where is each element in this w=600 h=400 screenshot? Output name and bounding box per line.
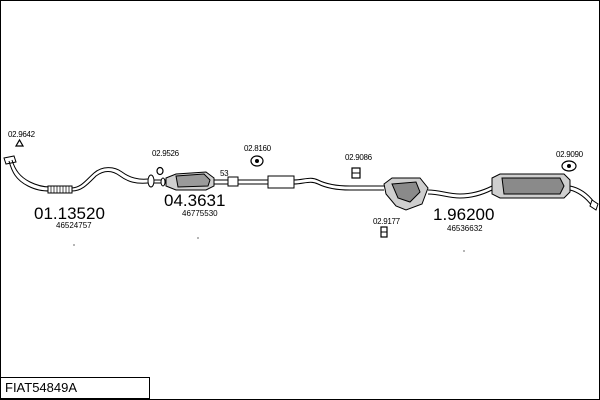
front-pipe-tube-d	[71, 167, 149, 189]
catalyst-number: 04.3631	[164, 191, 225, 210]
leader-dot-1	[73, 244, 75, 246]
catalyst-outlet	[214, 179, 228, 185]
front-pipe-tube-a	[8, 160, 51, 192]
rubber-mount-icon	[561, 160, 577, 172]
accessory-code-2: 02.8160	[244, 144, 272, 153]
front-pipe-number: 01.13520	[34, 204, 105, 223]
front-pipe-tube-b	[11, 159, 51, 188]
catalyst-gasket-icon	[160, 177, 166, 187]
tail-pipe-end-icon	[589, 199, 599, 211]
catalyst	[160, 171, 228, 191]
rear-pipe-tube-b	[427, 189, 493, 199]
middle-pipe-tube-a	[238, 179, 268, 185]
leader-dot-3	[463, 250, 465, 252]
middle-pipe	[227, 175, 384, 191]
leader-dot-2	[197, 237, 199, 239]
gasket-icon	[14, 138, 25, 147]
rear-muffler-number: 1.96200	[433, 205, 494, 224]
rear-muffler-oe: 46536632	[447, 224, 483, 233]
front-pipe-oe: 46524757	[56, 221, 92, 230]
ring-gasket-icon	[156, 166, 164, 176]
accessory-code-4: 02.9177	[373, 217, 401, 226]
accessory-code-3: 02.9086	[345, 153, 373, 162]
small-clamp-icon	[380, 226, 388, 238]
rear-pipe-tube-a	[427, 185, 493, 195]
rear-section	[383, 173, 599, 211]
clamp-label: 53	[220, 169, 229, 178]
centre-muffler-shading	[391, 181, 421, 203]
accessory-code-1: 02.9526	[152, 149, 180, 158]
rear-silencer-shading	[501, 177, 565, 195]
accessory-code-0: 02.9642	[8, 130, 36, 139]
front-pipe	[3, 155, 166, 194]
catalyst-oe: 46775530	[182, 209, 218, 218]
middle-pipe-tube-b	[293, 177, 384, 187]
catalyst-shading	[175, 173, 211, 188]
middle-pipe-tube-c	[293, 181, 384, 191]
flex-section-ribs	[50, 186, 70, 193]
hanger-icon	[250, 155, 264, 167]
mid-flange-icon	[147, 174, 155, 188]
clamp-53	[227, 176, 239, 187]
resonator	[267, 175, 295, 189]
tail-pipe	[569, 185, 595, 207]
front-pipe-tube-c	[71, 171, 149, 192]
accessory-code-5: 02.9090	[556, 150, 584, 159]
reference-box: FIAT54849A	[0, 377, 150, 399]
clamp-icon	[351, 167, 361, 179]
